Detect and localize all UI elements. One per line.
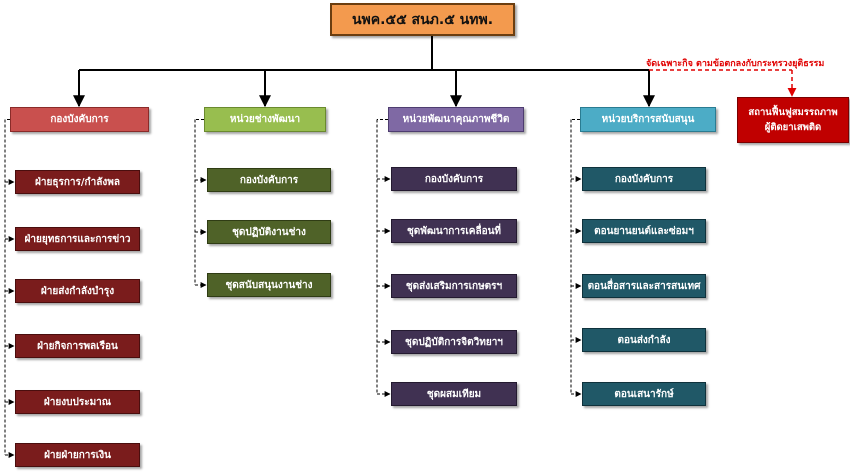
special-unit-line1: สถานฟื้นฟูสมรรถภาพ: [748, 107, 838, 118]
group-quality-of-life-item: ชุดปฏิบัติการจิตวิทยาฯ: [391, 330, 517, 354]
group-quality-of-life-item: ชุดส่งเสริมการเกษตรฯ: [391, 274, 517, 298]
group-command-head: กองบังคับการ: [10, 107, 149, 132]
group-engineering-item: ชุดสนับสนุนงานช่าง: [207, 273, 331, 297]
root-node: นพค.๕๕ สนภ.๕ นทพ.: [330, 3, 515, 36]
group-engineering-item: กองบังคับการ: [207, 168, 331, 192]
group-command-item: ฝ่ายธุรการ/กำลังพล: [15, 170, 140, 194]
group-support-services-item: ตอนยานยนต์และซ่อมฯ: [582, 219, 706, 243]
group-support-services-item: ตอนสื่อสารและสารสนเทศ: [582, 274, 706, 298]
group-support-services-head: หน่วยบริการสนับสนุน: [580, 107, 716, 132]
group-command-item: ฝ่ายกิจการพลเรือน: [15, 334, 140, 358]
group-quality-of-life-item: กองบังคับการ: [391, 167, 517, 191]
group-support-services-item: กองบังคับการ: [582, 167, 706, 191]
group-support-services-item: ตอนเสนารักษ์: [582, 382, 706, 406]
group-engineering-item: ชุดปฏิบัติงานช่าง: [207, 220, 331, 244]
group-command-item: ฝ่ายงบประมาณ: [15, 390, 140, 414]
group-quality-of-life-item: ชุดผสมเทียม: [391, 382, 517, 406]
group-quality-of-life-item: ชุดพัฒนาการเคลื่อนที่: [391, 219, 517, 243]
group-engineering-head: หน่วยช่างพัฒนา: [204, 107, 326, 132]
group-support-services-item: ตอนส่งกำลัง: [582, 328, 706, 352]
group-command-item: ฝ่ายส่งกำลังบำรุง: [15, 279, 140, 303]
annotation-text: จัดเฉพาะกิจ ตามข้อตกลงกับกระทรวงยุติธรรม: [646, 59, 825, 69]
group-command-item: ฝ่ายยุทธการและการข่าว: [15, 227, 140, 251]
group-quality-of-life-head: หน่วยพัฒนาคุณภาพชีวิต: [388, 107, 524, 132]
special-unit-line2: ผู้ติดยาเสพติด: [764, 122, 822, 133]
group-command-item: ฝ่ายฝ่ายการเงิน: [15, 443, 140, 467]
special-unit-box: สถานฟื้นฟูสมรรถภาพ ผู้ติดยาเสพติด: [737, 97, 849, 143]
